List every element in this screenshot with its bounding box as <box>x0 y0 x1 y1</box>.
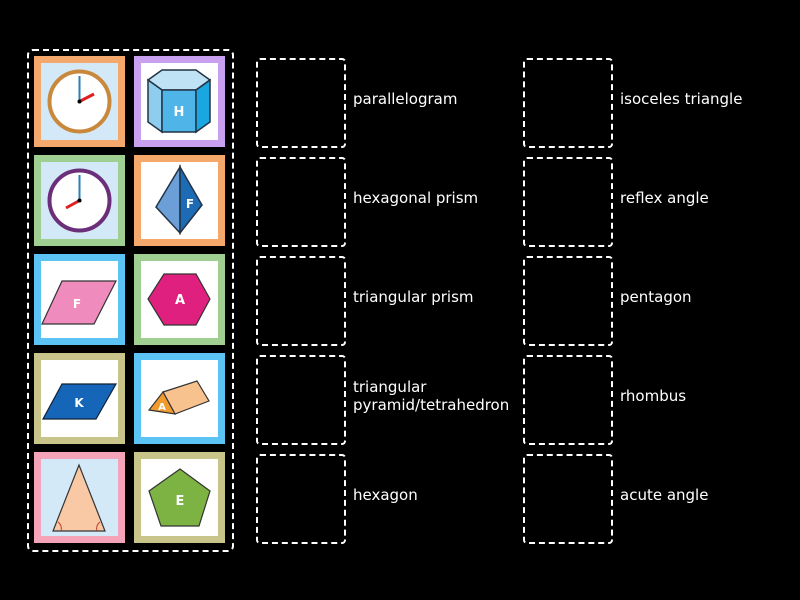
target-label: triangular pyramid/tetrahedron <box>353 378 510 414</box>
tile-letter: A <box>175 293 185 308</box>
isosceles-triangle-icon <box>52 463 106 532</box>
tile-letter: K <box>74 396 84 410</box>
tile-letter: A <box>158 402 166 413</box>
tile-letter: F <box>186 197 194 211</box>
tile-letter: H <box>174 105 185 120</box>
hexagonal-prism-icon: H <box>146 69 212 134</box>
hexagon-icon: A <box>147 273 211 326</box>
tile-parallelogram[interactable]: F <box>34 254 125 345</box>
tile-tetrahedron[interactable]: F <box>134 155 225 246</box>
pentagon-icon: E <box>148 468 211 527</box>
target-label: hexagonal prism <box>353 189 479 207</box>
tile-rhombus[interactable]: K <box>34 353 125 444</box>
tile-hexagon[interactable]: A <box>134 254 225 345</box>
drop-zone-acute-angle[interactable] <box>523 454 613 544</box>
tile-clock-8oclock[interactable] <box>34 155 125 246</box>
tile-letter: E <box>176 494 185 509</box>
tile-tray <box>27 49 234 552</box>
target-label: hexagon <box>353 486 418 504</box>
drop-zone-tetrahedron[interactable] <box>256 355 346 445</box>
triangular-prism-icon: A <box>147 380 210 415</box>
parallelogram-icon: F <box>41 280 117 325</box>
rhombus-icon: K <box>41 383 118 420</box>
drop-zone-parallelogram[interactable] <box>256 58 346 148</box>
clock-icon <box>47 168 112 233</box>
tile-pentagon[interactable]: E <box>134 452 225 543</box>
target-label: isoceles triangle <box>620 90 743 108</box>
tile-clock-2oclock[interactable] <box>34 56 125 147</box>
drop-zone-hexagon[interactable] <box>256 454 346 544</box>
tile-triangular-prism[interactable]: A <box>134 353 225 444</box>
drop-zone-hexagonal-prism[interactable] <box>256 157 346 247</box>
tile-hexagonal-prism[interactable]: H <box>134 56 225 147</box>
clock-icon <box>47 69 112 134</box>
drop-zone-rhombus[interactable] <box>523 355 613 445</box>
drop-zone-reflex-angle[interactable] <box>523 157 613 247</box>
drop-zone-isoceles-triangle[interactable] <box>523 58 613 148</box>
drop-zone-pentagon[interactable] <box>523 256 613 346</box>
target-label: pentagon <box>620 288 692 306</box>
tile-letter: F <box>73 297 81 311</box>
tetrahedron-icon: F <box>155 164 203 236</box>
drop-zone-triangular-prism[interactable] <box>256 256 346 346</box>
target-label: rhombus <box>620 387 687 405</box>
target-label: acute angle <box>620 486 709 504</box>
target-label: parallelogram <box>353 90 458 108</box>
tile-isosceles-triangle[interactable] <box>34 452 125 543</box>
target-label: reflex angle <box>620 189 709 207</box>
target-label: triangular prism <box>353 288 474 306</box>
